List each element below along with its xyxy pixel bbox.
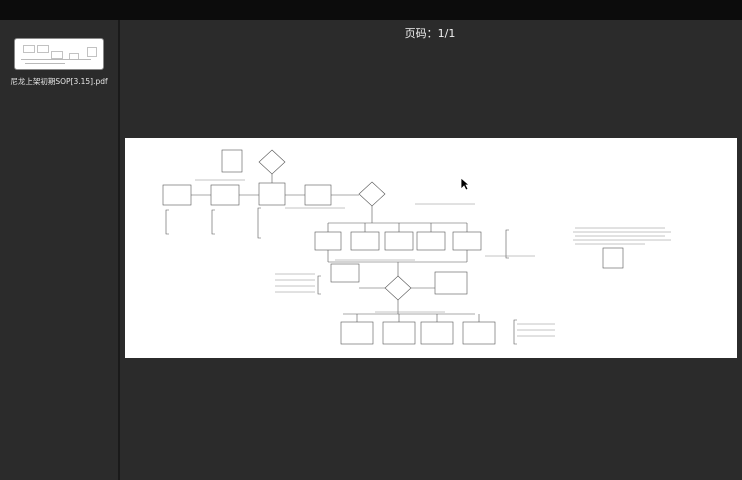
thumbnail-file-name: 尼龙上架初期SOP[3.15].pdf [10,77,108,86]
document-page[interactable] [125,138,737,358]
flowchart-drawing [162,149,671,345]
page-indicator: 页码：1/1 [404,27,456,40]
mouse-pointer-icon [460,177,470,191]
thumbnail-sidebar[interactable]: 尼龙上架初期SOP[3.15].pdf [0,20,119,480]
sidebar-divider [119,20,120,480]
page-thumbnail[interactable] [14,38,104,70]
title-bar [0,0,742,20]
